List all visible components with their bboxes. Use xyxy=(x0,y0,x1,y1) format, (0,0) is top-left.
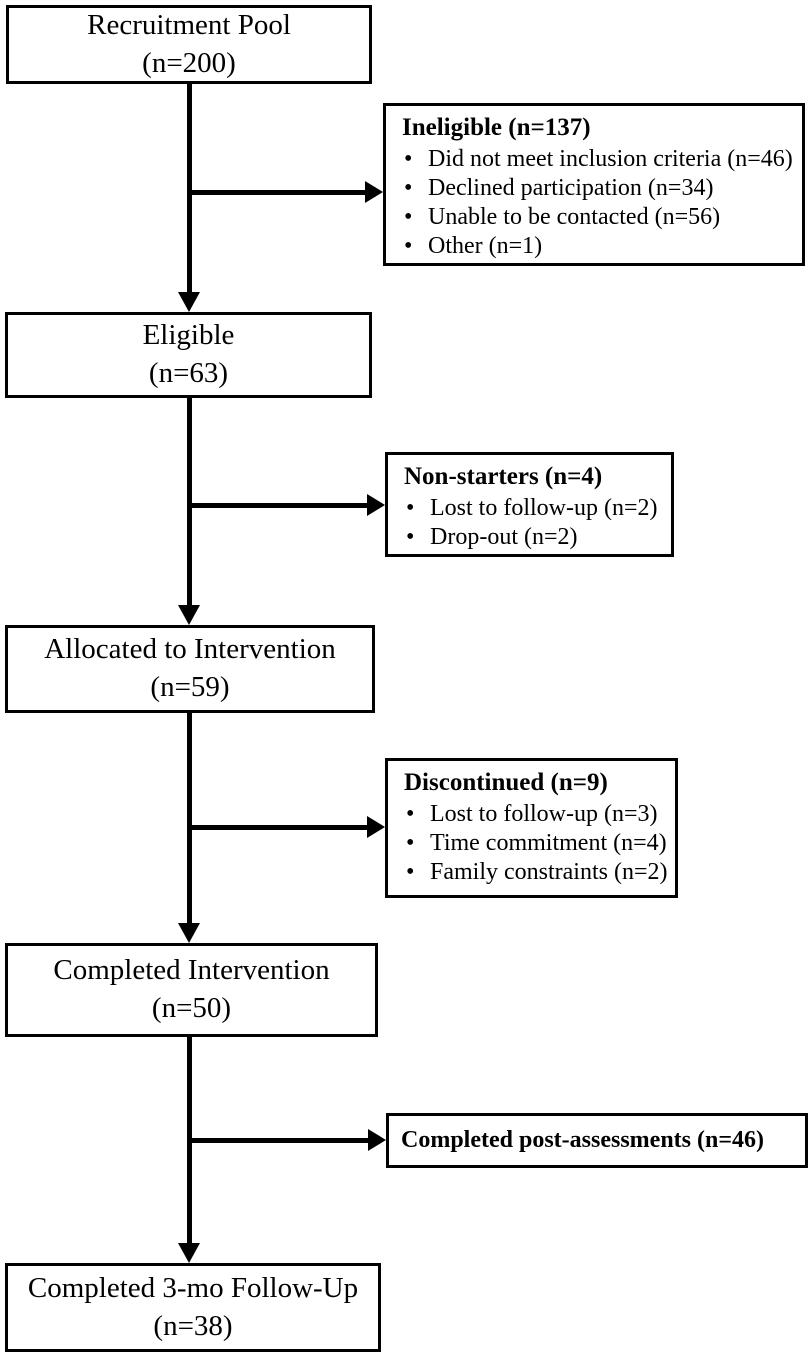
flow-box-count: (n=38) xyxy=(153,1309,233,1342)
side-box-title: Discontinued (n=9) xyxy=(404,769,608,796)
flow-box-label: Eligible xyxy=(142,319,235,352)
side-box-title: Non-starters (n=4) xyxy=(404,463,603,490)
list-item: Did not meet inclusion criteria (n=46) xyxy=(404,145,793,174)
list-item: Drop-out (n=2) xyxy=(406,523,659,552)
list-item: Unable to be contacted (n=56) xyxy=(404,203,790,232)
flow-box-completed-intervention: Completed Intervention (n=50) xyxy=(5,943,378,1037)
flow-box-label: Completed 3-mo Follow-Up xyxy=(27,1271,359,1304)
flow-box-count: (n=200) xyxy=(142,46,236,79)
connector-recruitment-to-eligible xyxy=(187,84,192,294)
arrowhead-down-icon xyxy=(178,1243,200,1263)
arrowhead-right-icon xyxy=(367,494,385,516)
list-item: Other (n=1) xyxy=(404,232,790,261)
list-item: Family constraints (n=2) xyxy=(406,858,668,887)
flow-box-completed-followup: Completed 3-mo Follow-Up (n=38) xyxy=(5,1263,381,1352)
list-item: Time commitment (n=4) xyxy=(406,829,667,858)
arrowhead-down-icon xyxy=(178,923,200,943)
flow-box-eligible: Eligible (n=63) xyxy=(5,312,372,398)
list-item: Lost to follow-up (n=3) xyxy=(406,800,663,829)
side-box-non-starters: Non-starters (n=4) Lost to follow-up (n=… xyxy=(385,452,674,557)
flow-box-count: (n=50) xyxy=(151,992,232,1024)
flow-box-label: Completed Intervention xyxy=(53,954,330,987)
side-box-list: Did not meet inclusion criteria (n=46) D… xyxy=(400,145,793,262)
side-box-list: Lost to follow-up (n=3) Time commitment … xyxy=(402,800,668,888)
side-box-title: Completed post-assessments (n=46) xyxy=(401,1126,764,1153)
flow-box-label: Allocated to Intervention xyxy=(44,633,336,666)
arrowhead-right-icon xyxy=(367,816,385,838)
side-box-discontinued: Discontinued (n=9) Lost to follow-up (n=… xyxy=(385,758,678,898)
flow-box-label: Recruitment Pool xyxy=(87,8,291,41)
branch-connector-non-starters xyxy=(189,503,369,508)
flow-box-count: (n=59) xyxy=(150,671,230,703)
branch-connector-ineligible xyxy=(189,190,367,195)
flow-box-allocated-intervention: Allocated to Intervention (n=59) xyxy=(5,625,375,713)
arrowhead-down-icon xyxy=(178,292,200,312)
branch-connector-discontinued xyxy=(189,825,369,830)
connector-allocated-to-completed xyxy=(187,713,192,925)
side-box-title: Ineligible (n=137) xyxy=(402,114,591,141)
arrowhead-down-icon xyxy=(178,605,200,625)
side-box-post-assessments: Completed post-assessments (n=46) xyxy=(386,1113,808,1168)
arrowhead-right-icon xyxy=(368,1129,386,1151)
flow-box-recruitment-pool: Recruitment Pool (n=200) xyxy=(6,5,372,84)
arrowhead-right-icon xyxy=(365,181,383,203)
flow-box-count: (n=63) xyxy=(148,357,229,389)
connector-eligible-to-allocated xyxy=(187,398,192,607)
side-box-list: Lost to follow-up (n=2) Drop-out (n=2) xyxy=(402,494,659,553)
list-item: Lost to follow-up (n=2) xyxy=(406,494,659,523)
branch-connector-post-assessments xyxy=(189,1138,370,1143)
side-box-ineligible: Ineligible (n=137) Did not meet inclusio… xyxy=(383,103,805,266)
list-item: Declined participation (n=34) xyxy=(404,174,790,203)
